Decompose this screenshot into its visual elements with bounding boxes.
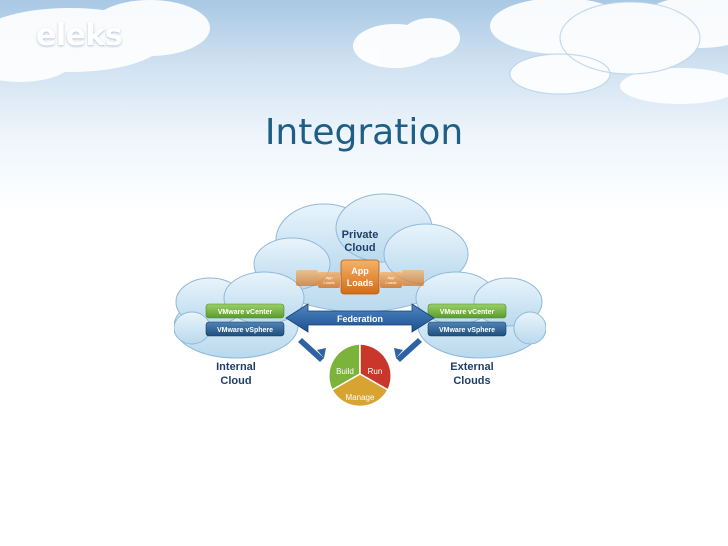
external-cloud-label-line1: External xyxy=(450,361,493,373)
external-cloud-label-line2: Clouds xyxy=(453,375,490,387)
svg-text:Loads: Loads xyxy=(386,280,397,285)
private-cloud-title-line1: Private xyxy=(342,229,379,241)
svg-text:Loads: Loads xyxy=(324,280,335,285)
header-clouds xyxy=(0,0,728,104)
lifecycle-run-label: Run xyxy=(368,367,383,376)
lifecycle-manage-label: Manage xyxy=(346,393,375,402)
svg-text:VMware vCenter: VMware vCenter xyxy=(218,309,273,316)
internal-cloud-label-line1: Internal xyxy=(216,361,256,373)
private-cloud-shape xyxy=(253,193,469,313)
lifecycle-connector-arrows xyxy=(298,338,422,362)
federation-arrow: Federation xyxy=(285,303,435,333)
app-loads-stack: App Loads App Loads App Loads xyxy=(296,259,424,295)
slide-title: Integration xyxy=(264,112,464,153)
federation-label: Federation xyxy=(337,314,383,324)
eleks-logo: eleks xyxy=(36,18,123,53)
cloud-integration-diagram: Private Cloud App Loads App Loads App Lo… xyxy=(174,190,546,430)
app-loads-label-line1: App xyxy=(351,266,369,276)
internal-vcenter-tag: VMware vCenter xyxy=(205,303,285,319)
lifecycle-build-label: Build xyxy=(336,367,354,376)
internal-vsphere-tag: VMware vSphere xyxy=(205,321,285,337)
private-cloud-title-line2: Cloud xyxy=(344,242,375,254)
svg-text:App: App xyxy=(387,275,395,280)
app-loads-label-line2: Loads xyxy=(347,278,374,288)
svg-text:VMware vSphere: VMware vSphere xyxy=(217,327,273,334)
lifecycle-wheel: Build Run Manage xyxy=(328,343,392,408)
svg-text:VMware vSphere: VMware vSphere xyxy=(439,327,495,334)
svg-text:VMware vCenter: VMware vCenter xyxy=(440,309,495,316)
external-vsphere-tag: VMware vSphere xyxy=(427,321,507,337)
internal-cloud-label-line2: Cloud xyxy=(220,375,251,387)
external-vcenter-tag: VMware vCenter xyxy=(427,303,507,319)
svg-text:App: App xyxy=(325,275,333,280)
